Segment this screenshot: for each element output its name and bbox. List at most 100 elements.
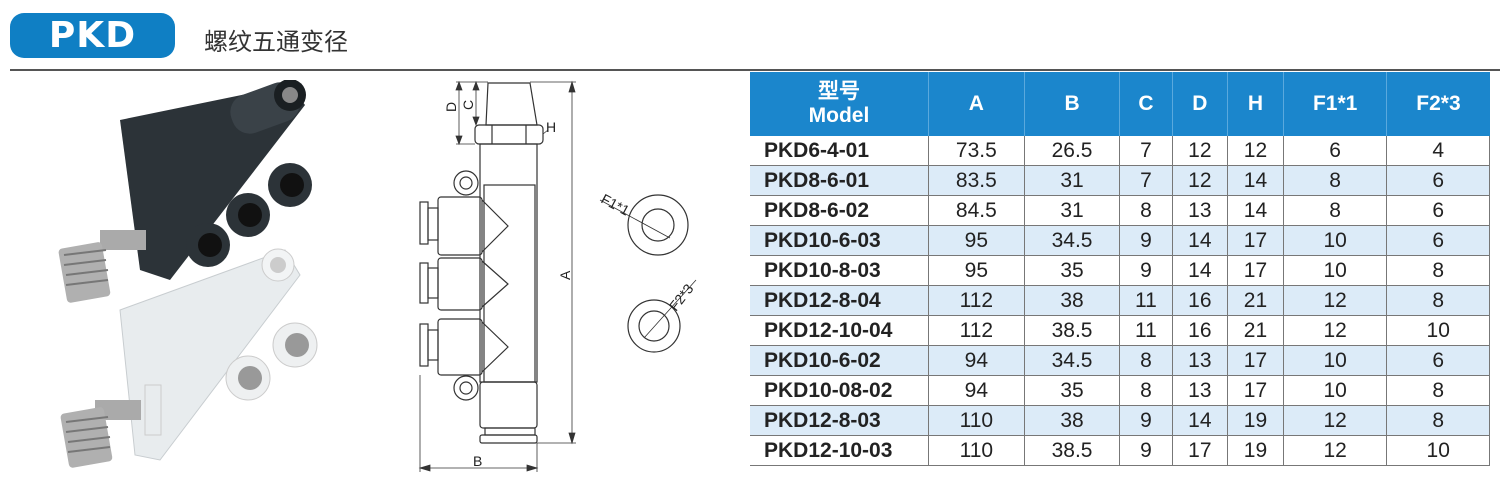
- page-title: 螺纹五通变径: [204, 29, 348, 56]
- cell-value: 8: [1119, 195, 1173, 226]
- cell-value: 9: [1119, 255, 1173, 286]
- col-model-cn: 型号: [818, 80, 860, 103]
- cell-value: 19: [1227, 435, 1284, 466]
- cell-model: PKD10-8-03: [750, 255, 929, 286]
- cell-value: 10: [1386, 435, 1490, 466]
- cell-value: 6: [1386, 225, 1490, 256]
- cell-value: 95: [928, 255, 1025, 286]
- cell-value: 12: [1282, 285, 1388, 316]
- cell-value: 34.5: [1023, 225, 1121, 256]
- col-h: H: [1227, 72, 1284, 136]
- col-d: D: [1172, 72, 1229, 136]
- black-fitting-image: [58, 80, 312, 303]
- cell-value: 11: [1119, 285, 1173, 316]
- cell-value: 95: [928, 225, 1025, 256]
- col-f1: F1*1: [1283, 72, 1388, 136]
- cell-value: 38: [1023, 285, 1121, 316]
- cell-value: 8: [1386, 255, 1490, 286]
- cell-value: 12: [1282, 405, 1388, 436]
- cell-value: 12: [1282, 435, 1388, 466]
- cell-value: 10: [1282, 345, 1388, 376]
- cell-value: 14: [1171, 225, 1229, 256]
- cell-model: PKD10-08-02: [750, 375, 929, 406]
- cell-value: 10: [1282, 255, 1388, 286]
- cell-value: 84.5: [928, 195, 1025, 226]
- cell-value: 34.5: [1023, 345, 1121, 376]
- cell-value: 17: [1227, 345, 1284, 376]
- cell-value: 38: [1023, 405, 1121, 436]
- label-a: A: [557, 270, 573, 280]
- cell-value: 10: [1282, 225, 1388, 256]
- cell-value: 12: [1227, 136, 1284, 166]
- cell-value: 4: [1386, 136, 1490, 166]
- cell-value: 9: [1119, 225, 1173, 256]
- cell-value: 8: [1282, 165, 1388, 196]
- cell-value: 17: [1171, 435, 1229, 466]
- cell-value: 10: [1282, 375, 1388, 406]
- cell-value: 26.5: [1023, 136, 1121, 166]
- cell-model: PKD10-6-02: [750, 345, 929, 376]
- label-b: B: [473, 453, 482, 469]
- cell-value: 12: [1171, 136, 1229, 166]
- cell-value: 17: [1227, 375, 1284, 406]
- cell-value: 14: [1171, 255, 1229, 286]
- label-f2: F2*3: [666, 281, 697, 314]
- cell-value: 13: [1171, 195, 1229, 226]
- col-model-en: Model: [808, 104, 870, 127]
- cell-value: 14: [1171, 405, 1229, 436]
- cell-value: 11: [1119, 315, 1173, 346]
- cell-value: 6: [1386, 165, 1490, 196]
- cell-value: 83.5: [928, 165, 1025, 196]
- cell-value: 112: [928, 315, 1025, 346]
- cell-value: 21: [1227, 315, 1284, 346]
- series-badge: PKD: [10, 13, 175, 58]
- divider: [10, 69, 1500, 71]
- cell-value: 94: [928, 375, 1025, 406]
- cell-value: 19: [1227, 405, 1284, 436]
- cell-model: PKD8-6-02: [750, 195, 929, 226]
- cell-value: 38.5: [1023, 315, 1121, 346]
- cell-value: 8: [1119, 375, 1173, 406]
- cell-value: 31: [1023, 195, 1121, 226]
- cell-value: 110: [928, 435, 1025, 466]
- col-a: A: [928, 72, 1025, 136]
- dimension-drawing: A B C D H F1*1 F2*3: [418, 80, 697, 472]
- cell-value: 35: [1023, 255, 1121, 286]
- label-h: H: [546, 119, 556, 135]
- cell-value: 6: [1386, 345, 1490, 376]
- cell-model: PKD12-8-04: [750, 285, 929, 316]
- label-d: D: [443, 102, 459, 112]
- cell-value: 73.5: [928, 136, 1025, 166]
- cell-value: 14: [1227, 195, 1284, 226]
- cell-value: 112: [928, 285, 1025, 316]
- cell-value: 16: [1171, 285, 1229, 316]
- product-photo: [58, 80, 318, 468]
- cell-value: 8: [1386, 285, 1490, 316]
- cell-value: 6: [1386, 195, 1490, 226]
- cell-value: 110: [928, 405, 1025, 436]
- cell-model: PKD12-10-04: [750, 315, 929, 346]
- cell-value: 12: [1282, 315, 1388, 346]
- label-c: C: [460, 100, 476, 110]
- cell-value: 17: [1227, 255, 1284, 286]
- cell-value: 10: [1386, 315, 1490, 346]
- cell-value: 8: [1282, 195, 1388, 226]
- cell-value: 6: [1282, 136, 1388, 166]
- cell-value: 17: [1227, 225, 1284, 256]
- cell-value: 7: [1119, 136, 1173, 166]
- cell-value: 14: [1227, 165, 1284, 196]
- cell-value: 8: [1386, 375, 1490, 406]
